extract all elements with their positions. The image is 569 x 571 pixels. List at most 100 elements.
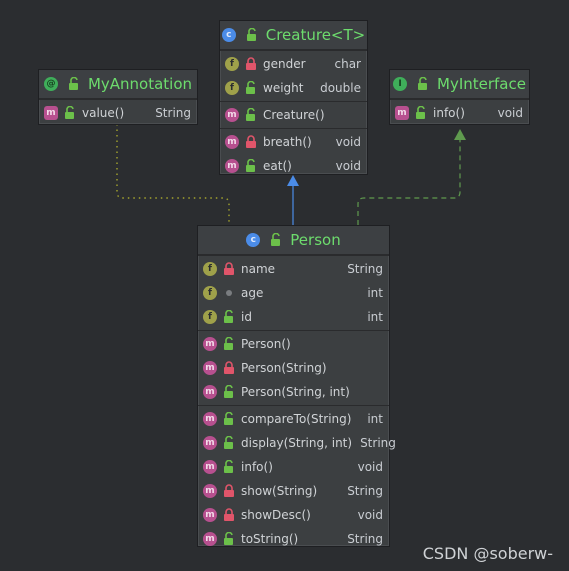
implementation-line <box>357 140 461 225</box>
my-interface-box[interactable]: I MyInterface m info() void <box>389 69 530 125</box>
field-icon: f <box>225 57 239 71</box>
class-icon: c <box>246 233 261 247</box>
member-type: void <box>335 135 361 149</box>
my-annotation-title: MyAnnotation <box>87 75 193 93</box>
field-icon: f <box>203 310 217 324</box>
member-row[interactable]: m Person() <box>198 332 389 356</box>
member-name: eat() <box>263 159 292 173</box>
public-lock-icon <box>224 532 233 545</box>
member-type: void <box>357 460 383 474</box>
member-type: String <box>347 484 383 498</box>
member-type: double <box>320 81 361 95</box>
method-icon: m <box>203 460 217 474</box>
creature-box[interactable]: c Creature<T> f gender char f weight dou… <box>219 20 368 175</box>
private-lock-icon <box>224 361 234 374</box>
member-name: Person(String) <box>241 361 327 375</box>
member-type: int <box>367 286 383 300</box>
member-name: Person() <box>241 337 291 351</box>
method-icon: m <box>203 385 217 399</box>
person-fields: f name String f age int f id int <box>198 255 389 330</box>
private-lock-icon <box>246 135 256 148</box>
member-row[interactable]: m Creature() <box>220 103 367 127</box>
member-row[interactable]: f age int <box>198 281 389 305</box>
method-icon: m <box>203 436 217 450</box>
member-row[interactable]: f id int <box>198 305 389 329</box>
member-name: show(String) <box>241 484 318 498</box>
my-interface-methods: m info() void <box>390 99 529 126</box>
member-type: String <box>347 532 383 546</box>
public-lock-icon <box>224 412 233 425</box>
member-type: int <box>367 412 383 426</box>
person-header: c Person <box>198 226 389 255</box>
abstract-method-icon: m <box>395 106 409 120</box>
member-name: display(String, int) <box>241 436 353 450</box>
implementation-arrowhead <box>454 129 466 140</box>
public-lock-icon <box>246 28 256 41</box>
member-name: Creature() <box>263 108 325 122</box>
private-lock-icon <box>224 508 234 521</box>
member-type: int <box>367 310 383 324</box>
method-icon: m <box>203 532 217 546</box>
member-name: id <box>241 310 252 324</box>
member-type: char <box>334 57 362 71</box>
member-type: String <box>347 262 383 276</box>
member-name: breath() <box>263 135 312 149</box>
private-lock-icon <box>224 484 234 497</box>
my-annotation-box[interactable]: @ MyAnnotation m value() String <box>38 69 198 125</box>
member-name: showDesc() <box>241 508 311 522</box>
creature-title: Creature<T> <box>265 26 366 44</box>
interface-icon: I <box>393 77 407 91</box>
member-row[interactable]: m info() void <box>390 101 529 125</box>
member-row[interactable]: m Person(String, int) <box>198 380 389 404</box>
creature-constructors: m Creature() <box>220 101 367 128</box>
public-lock-icon <box>271 233 281 246</box>
member-row[interactable]: f weight double <box>220 76 367 100</box>
member-row[interactable]: m display(String, int) String <box>198 431 396 455</box>
member-name: age <box>241 286 264 300</box>
public-lock-icon <box>68 77 78 90</box>
member-name: compareTo(String) <box>241 412 352 426</box>
member-row[interactable]: m value() String <box>39 101 197 125</box>
method-icon: m <box>225 159 239 173</box>
member-row[interactable]: m toString() String <box>198 527 389 551</box>
my-annotation-methods: m value() String <box>39 99 197 126</box>
field-icon: f <box>203 286 217 300</box>
member-name: info() <box>241 460 273 474</box>
public-lock-icon <box>246 81 255 94</box>
member-type: void <box>497 106 523 120</box>
member-row[interactable]: m eat() void <box>220 154 367 178</box>
member-row[interactable]: f name String <box>198 257 389 281</box>
member-name: weight <box>263 81 304 95</box>
member-row[interactable]: m info() void <box>198 455 389 479</box>
public-lock-icon <box>418 77 427 90</box>
method-icon: m <box>225 135 239 149</box>
package-private-dot-icon <box>223 286 235 300</box>
public-lock-icon <box>246 159 255 172</box>
public-lock-icon <box>224 310 233 323</box>
member-row[interactable]: f gender char <box>220 52 367 76</box>
public-lock-icon <box>224 460 233 473</box>
member-name: name <box>241 262 276 276</box>
member-row[interactable]: m breath() void <box>220 130 367 154</box>
inheritance-arrowhead <box>287 175 299 186</box>
member-type: void <box>357 508 383 522</box>
method-icon: m <box>225 108 239 122</box>
member-type: String <box>360 436 396 450</box>
class-icon: c <box>221 28 236 42</box>
method-icon: m <box>203 412 217 426</box>
public-lock-icon <box>416 106 425 119</box>
annotation-line <box>116 124 230 225</box>
member-name: toString() <box>241 532 299 546</box>
member-row[interactable]: m compareTo(String) int <box>198 407 389 431</box>
public-lock-icon <box>246 108 255 121</box>
person-box[interactable]: c Person f name String f age int f id in… <box>197 225 396 547</box>
member-row[interactable]: m show(String) String <box>198 479 389 503</box>
member-row[interactable]: m showDesc() void <box>198 503 389 527</box>
my-interface-title: MyInterface <box>437 75 526 93</box>
method-icon: m <box>203 484 217 498</box>
public-lock-icon <box>224 385 233 398</box>
member-row[interactable]: m Person(String) <box>198 356 389 380</box>
member-name: value() <box>82 106 125 120</box>
annotation-method-icon: m <box>44 106 58 120</box>
